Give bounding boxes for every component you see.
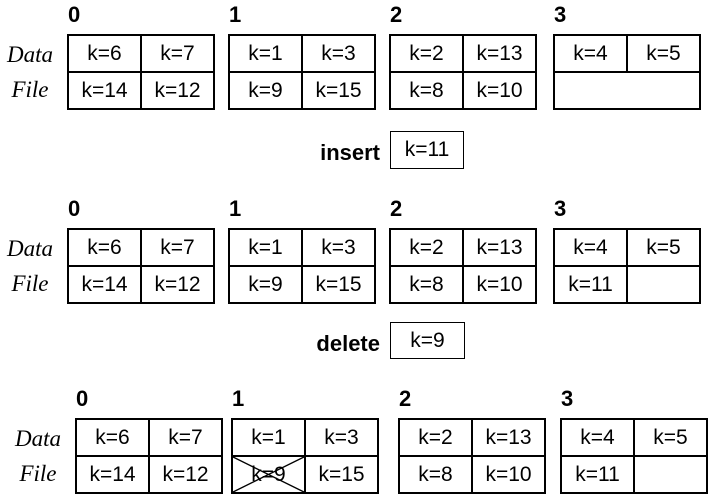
- bucket-cell-empty: [626, 267, 699, 302]
- bucket-index-label: 1: [232, 386, 245, 411]
- bucket-cell: k=9: [248, 272, 283, 296]
- data-file-stage-2: Data File 0 k=6 k=7 k=14 k=12 1 k=1: [0, 196, 709, 308]
- bucket-cell-empty: [633, 457, 706, 492]
- data-file-label: Data File: [0, 34, 60, 110]
- bucket-cell: k=14: [89, 462, 136, 486]
- delete-key-box: k=9: [390, 322, 465, 359]
- bucket-cell: k=2: [418, 425, 453, 449]
- bucket-box: k=6 k=7 k=14 k=12: [67, 228, 215, 304]
- bucket-cell: k=4: [580, 425, 615, 449]
- bucket-cell: k=15: [301, 73, 374, 108]
- bucket-cell: k=1: [248, 41, 283, 65]
- data-file-label-line: File: [19, 461, 57, 486]
- bucket-cell: k=14: [81, 272, 128, 296]
- bucket-box: k=2 k=13 k=8 k=10: [398, 418, 546, 494]
- bucket-cell: k=7: [140, 230, 213, 265]
- bucket-box: k=6 k=7 k=14 k=12: [67, 34, 215, 110]
- bucket-box: k=2 k=13 k=8 k=10: [389, 228, 537, 304]
- bucket-index-label: 3: [561, 386, 574, 411]
- delete-label: delete: [316, 331, 380, 356]
- bucket-cell: k=1: [248, 235, 283, 259]
- data-file-label-line: Data: [7, 236, 53, 261]
- bucket-cell: k=3: [301, 230, 374, 265]
- bucket-cell: k=5: [633, 420, 706, 455]
- bucket-cell: k=15: [304, 457, 377, 492]
- insert-key-value: k=11: [404, 138, 450, 161]
- insert-label: insert: [320, 140, 380, 165]
- data-file-stage-1: Data File 0 k=6 k=7 k=14 k=12 1 k=1: [0, 2, 709, 114]
- bucket-index-label: 0: [68, 2, 81, 27]
- bucket-cell: k=6: [87, 41, 122, 65]
- bucket-cell: k=10: [471, 457, 544, 492]
- bucket-box: k=2 k=13 k=8 k=10: [389, 34, 537, 110]
- bucket-box: k=4 k=5 k=11: [560, 418, 708, 494]
- data-file-label-line: Data: [15, 426, 61, 451]
- delete-operation: delete k=9: [0, 322, 709, 359]
- bucket-cell: k=4: [573, 41, 608, 65]
- bucket-cell: k=4: [573, 235, 608, 259]
- bucket-cell: k=13: [462, 36, 535, 71]
- insert-key-box: k=11: [390, 131, 464, 169]
- bucket-cell: k=5: [626, 230, 699, 265]
- data-file-label-line: File: [11, 77, 49, 102]
- bucket-cell: k=6: [87, 235, 122, 259]
- bucket-index-label: 2: [390, 2, 403, 27]
- data-file-label: Data File: [8, 418, 68, 494]
- bucket-cell: k=13: [462, 230, 535, 265]
- delete-cross-icon: [233, 457, 304, 492]
- bucket-cell: k=10: [462, 73, 535, 108]
- bucket-cell-deleted: k=9: [233, 457, 304, 492]
- bucket-index-label: 2: [399, 386, 412, 411]
- bucket-cell: k=3: [304, 420, 377, 455]
- bucket-cell: k=7: [148, 420, 221, 455]
- bucket-cell: k=5: [626, 36, 699, 71]
- bucket-cell: k=10: [462, 267, 535, 302]
- bucket-cell: k=8: [418, 462, 453, 486]
- bucket-cell: k=8: [409, 272, 444, 296]
- bucket-cell: k=7: [140, 36, 213, 71]
- bucket-index-label: 2: [390, 196, 403, 221]
- bucket-cell: k=1: [251, 425, 286, 449]
- bucket-cell: k=12: [140, 73, 213, 108]
- bucket-cell: k=8: [409, 78, 444, 102]
- bucket-cell: k=6: [95, 425, 130, 449]
- delete-key-value: k=9: [410, 328, 445, 352]
- data-file-label-line: Data: [7, 42, 53, 67]
- bucket-cell: k=3: [301, 36, 374, 71]
- bucket-cell: k=12: [148, 457, 221, 492]
- data-file-stage-3: Data File 0 k=6 k=7 k=14 k=12 1 k=1: [0, 386, 709, 494]
- bucket-cell: k=2: [409, 41, 444, 65]
- bucket-box: k=4 k=5 k=11: [553, 228, 701, 304]
- bucket-cell: k=2: [409, 235, 444, 259]
- bucket-cell: k=14: [81, 78, 128, 102]
- bucket-cell: k=11: [568, 272, 613, 296]
- bucket-cell: k=9: [248, 78, 283, 102]
- bucket-cell: k=15: [301, 267, 374, 302]
- bucket-cell: k=13: [471, 420, 544, 455]
- data-file-label: Data File: [0, 228, 60, 304]
- bucket-index-label: 1: [229, 2, 242, 27]
- bucket-box: k=1 k=3 k=9 k=15: [228, 34, 376, 110]
- bucket-index-label: 0: [76, 386, 89, 411]
- data-file-label-line: File: [11, 271, 49, 296]
- bucket-box: k=1 k=3 k=9 k=15: [228, 228, 376, 304]
- bucket-index-label: 3: [554, 196, 567, 221]
- bucket-box: k=4 k=5: [553, 34, 701, 110]
- bucket-cell: k=11: [575, 462, 620, 486]
- bucket-index-label: 3: [554, 2, 567, 27]
- bucket-cell-empty: [555, 73, 699, 108]
- bucket-box: k=6 k=7 k=14 k=12: [75, 418, 223, 494]
- bucket-cell: k=12: [140, 267, 213, 302]
- insert-operation: insert k=11: [0, 131, 709, 169]
- bucket-index-label: 1: [229, 196, 242, 221]
- bucket-box: k=1 k=3 k=9 k=15: [231, 418, 379, 494]
- bucket-index-label: 0: [68, 196, 81, 221]
